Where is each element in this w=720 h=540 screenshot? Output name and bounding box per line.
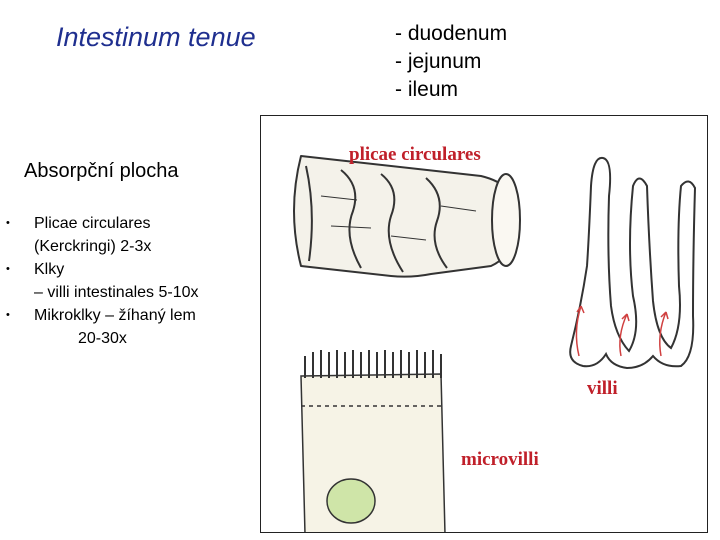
bullet-item-plicae: • Plicae circulares (Kerckringi) 2-3x — [6, 212, 199, 258]
villi-arrows — [575, 305, 669, 357]
segment-list: - duodenum - jejunum - ileum — [395, 20, 507, 104]
bullet-list: • Plicae circulares (Kerckringi) 2-3x • … — [6, 212, 199, 350]
bullet-text-line2: (Kerckringi) 2-3x — [34, 238, 152, 255]
bullet-text-line2: – villi intestinales 5-10x — [34, 284, 199, 301]
section-subtitle: Absorpční plocha — [24, 160, 179, 182]
bullet-text-line2: 20-30x — [78, 330, 127, 347]
bullet-text-line1: Plicae circulares — [34, 215, 151, 232]
bullet-icon: • — [6, 309, 10, 321]
label-microvilli: microvilli — [461, 449, 539, 470]
bullet-item-microvilli: • Mikroklky – žíhaný lem 20-30x — [6, 304, 199, 350]
label-villi: villi — [587, 378, 618, 399]
intestine-illustration: plicae circulares villi microvilli — [260, 115, 708, 533]
bullet-icon: • — [6, 217, 10, 229]
segment-ileum: - ileum — [395, 78, 459, 101]
bullet-text-line1: Mikroklky – žíhaný lem — [34, 307, 196, 324]
plicae-tube — [293, 155, 521, 278]
bullet-item-villi: • Klky – villi intestinales 5-10x — [6, 258, 199, 304]
segment-jejunum: - jejunum — [395, 50, 482, 73]
label-plicae-circulares: plicae circulares — [349, 144, 481, 165]
segment-duodenum: - duodenum — [395, 22, 508, 45]
bullet-icon: • — [6, 263, 10, 275]
illustration-drawing — [293, 155, 697, 532]
page-title: Intestinum tenue — [56, 22, 256, 52]
villi-drawing — [569, 156, 697, 370]
microvilli-cell — [300, 350, 446, 532]
bullet-text-line1: Klky — [34, 261, 65, 278]
